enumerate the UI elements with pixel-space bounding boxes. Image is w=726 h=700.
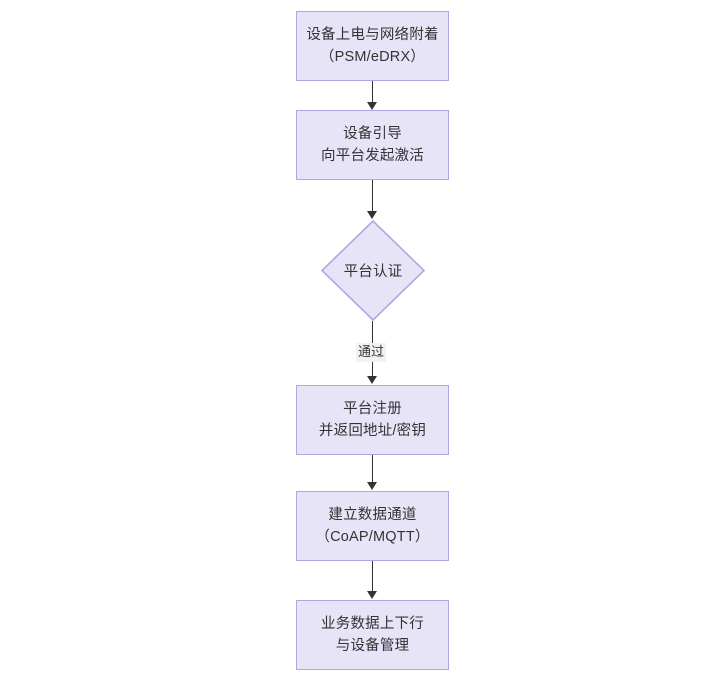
edge-label-pass: 通过 <box>356 343 387 362</box>
node-power-on-line2: （PSM/eDRX） <box>319 49 426 65</box>
node-data-channel-line1: 建立数据通道 <box>328 506 417 523</box>
node-data-channel-line2: （CoAP/MQTT） <box>315 529 430 545</box>
node-platform-register-line1: 平台注册 <box>343 400 402 417</box>
node-platform-auth[interactable]: 平台认证 <box>321 220 425 321</box>
arrowhead-platform-auth <box>367 211 377 219</box>
arrowhead-service-data <box>367 591 377 599</box>
diamond-shape-icon <box>321 220 425 321</box>
node-bootstrap[interactable]: 设备引导 向平台发起激活 <box>296 110 449 180</box>
connector-platform-register-to-data-channel <box>372 455 374 483</box>
connector-data-channel-to-service-data <box>372 561 374 591</box>
node-power-on[interactable]: 设备上电与网络附着 （PSM/eDRX） <box>296 11 449 81</box>
node-data-channel[interactable]: 建立数据通道 （CoAP/MQTT） <box>296 491 449 561</box>
connector-power-on-to-bootstrap <box>372 81 374 103</box>
node-service-data-line1: 业务数据上下行 <box>321 615 424 632</box>
arrowhead-data-channel <box>367 482 377 490</box>
arrowhead-platform-register <box>367 376 377 384</box>
arrowhead-bootstrap <box>367 102 377 110</box>
node-bootstrap-line1: 设备引导 <box>343 125 402 142</box>
node-bootstrap-line2: 向平台发起激活 <box>321 148 424 164</box>
node-service-data-line2: 与设备管理 <box>335 638 410 654</box>
node-platform-register[interactable]: 平台注册 并返回地址/密钥 <box>296 385 449 455</box>
node-power-on-line1: 设备上电与网络附着 <box>306 26 439 43</box>
node-service-data[interactable]: 业务数据上下行 与设备管理 <box>296 600 449 670</box>
connector-bootstrap-to-platform-auth <box>372 180 374 212</box>
node-platform-register-line2: 并返回地址/密钥 <box>318 423 427 439</box>
